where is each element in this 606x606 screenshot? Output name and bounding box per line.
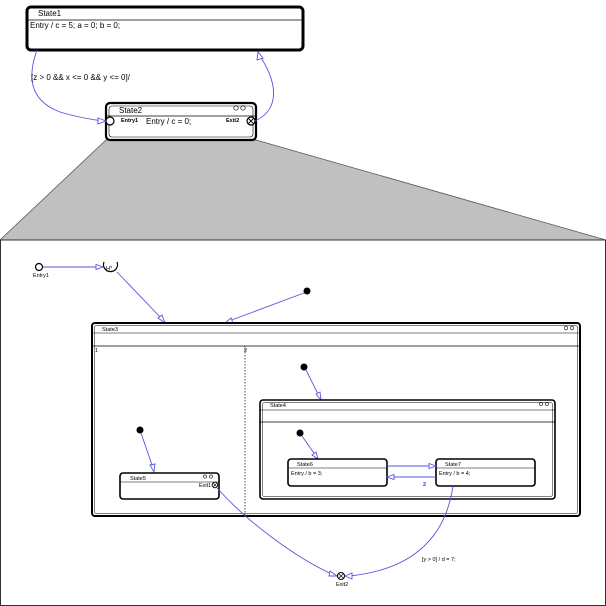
state-action: Entry / b = 3; [291,471,323,477]
default-transition-dot [296,429,304,437]
transition-state1-to-state2[interactable] [31,49,108,125]
transition-exit2-to-state1[interactable] [254,50,274,122]
transition-exit1-to-exit2[interactable] [216,487,339,577]
state1[interactable]: State1 Entry / c = 5; a = 0; b = 0; [25,5,305,52]
history-label: H* [106,266,113,272]
state-name: State1 [38,9,62,18]
state5[interactable]: State5 Exit1 [119,472,220,500]
transition-label: [y > 0] / d = 7; [422,557,456,563]
entry1-label: Entry1 [33,273,49,279]
transition-state6-to-state7[interactable] [387,462,438,470]
entry-port-label: Entry1 [121,118,138,124]
state-action: Entry / b = 4; [439,471,471,477]
state-action: Entry / c = 0; [146,117,191,126]
entry1-port-icon[interactable] [34,262,44,272]
region-label: 2 [244,348,247,354]
state-name: State4 [270,403,286,409]
default-transition-state6[interactable] [301,435,319,461]
state2[interactable]: State2 Entry1 Entry / c = 0; Exit2 [104,101,258,142]
default-transition-state4[interactable] [305,369,322,402]
exit-port-icon[interactable] [211,481,219,489]
state-action: Entry / c = 5; a = 0; b = 0; [30,21,120,30]
transition-priority-label: 2 [423,482,426,488]
transition-entry1-to-history[interactable] [43,263,105,271]
state6[interactable]: State6 Entry / b = 3; [287,458,388,487]
region-label: 1 [95,348,98,354]
exit2-label: Exit2 [336,582,348,588]
transition-state7-to-state6[interactable] [385,473,436,481]
subchart-icon [539,402,549,406]
history-junction-icon[interactable] [102,261,119,273]
default-transition-state5[interactable] [140,432,156,474]
exit2-port-icon[interactable] [336,571,346,581]
exit-port-label: Exit1 [199,483,211,489]
subchart-icon [233,105,246,111]
default-transition-dot [303,287,311,295]
default-transition-dot [300,363,308,371]
subchart-icon [203,474,213,479]
state-name: State5 [130,476,146,482]
transition-state7-to-exit2[interactable] [343,485,454,580]
state-name: State2 [119,106,143,115]
exit-port-label: Exit2 [226,118,239,124]
state-name: State6 [297,462,313,468]
default-transition-dot [136,426,144,434]
transition-history-to-state3[interactable] [116,271,166,325]
state7[interactable]: State7 Entry / b = 4; [435,458,536,487]
zoom-projection [0,139,606,241]
state-name: State7 [445,462,461,468]
state-name: State3 [102,327,118,333]
transition-label: [z > 0 && x <= 0 && y <= 0]/ [31,73,131,82]
exit-port-icon[interactable] [246,116,256,126]
subchart-icon [563,325,575,331]
